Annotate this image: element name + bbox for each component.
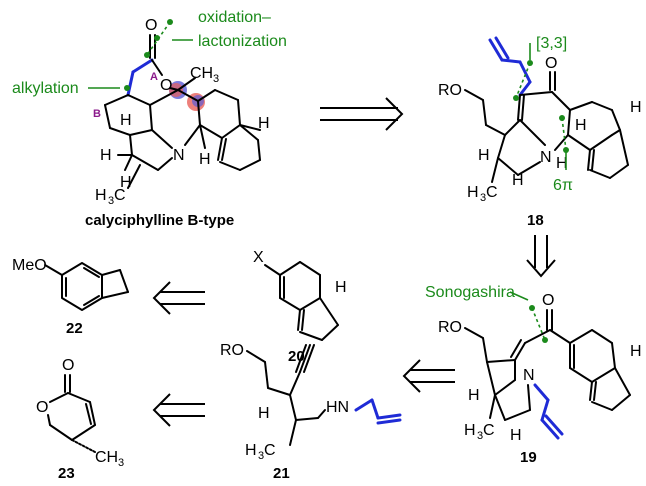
- target-h3c-c: C: [114, 187, 126, 204]
- c19-h3c-h: H: [464, 422, 476, 439]
- c19-h3c-sub: 3: [477, 430, 483, 442]
- c18-h3c-h: H: [467, 184, 479, 201]
- retro-arrow-1: [320, 97, 404, 131]
- compound-18-label: 18: [527, 212, 544, 229]
- compound-21-structure: RO H H 3 C HN 21: [220, 342, 402, 482]
- target-n: N: [173, 147, 185, 164]
- c19-h3c-c: C: [483, 422, 495, 439]
- c18-h-2: H: [556, 155, 568, 172]
- compound-23-label: 23: [58, 465, 75, 482]
- target-methyl-ch: CH: [190, 65, 213, 82]
- c19-ro: RO: [438, 319, 462, 336]
- target-h-right: H: [258, 115, 270, 132]
- annotation-6pi: 6π: [553, 177, 573, 194]
- retro-arrow-3: [402, 359, 455, 393]
- retro-arrow-5: [152, 393, 205, 427]
- c21-hn: HN: [326, 399, 349, 416]
- compound-18-structure: O H H N H RO H H 3 C: [438, 35, 642, 229]
- compound-23-structure: O O CH 3 23: [36, 357, 124, 482]
- target-ring-o: O: [160, 77, 172, 94]
- compound-21-label: 21: [273, 465, 290, 482]
- compound-20-structure: X H 20: [253, 249, 347, 365]
- c21-h3c-c: C: [264, 442, 276, 459]
- c23-carbonyl-o: O: [62, 357, 74, 374]
- target-structure: O O CH 3 H N H H: [12, 9, 287, 229]
- c23-methyl-ch: CH: [95, 449, 118, 466]
- c18-h-4: H: [512, 172, 524, 189]
- annotation-sonogashira: Sonogashira: [425, 284, 515, 301]
- c18-h3c-c: C: [486, 184, 498, 201]
- target-h3c-sub: 3: [108, 195, 114, 207]
- c18-n: N: [540, 149, 552, 166]
- compound-22-structure: MeO 22: [12, 257, 129, 337]
- c18-h-1: H: [575, 117, 587, 134]
- ring-label-a: A: [150, 71, 158, 83]
- ring-label-b: B: [93, 108, 101, 120]
- target-carbonyl-o: O: [145, 17, 157, 34]
- c22-meo: MeO: [12, 257, 47, 274]
- c19-n: N: [523, 367, 535, 384]
- target-h-1: H: [199, 151, 211, 168]
- c19-h-right: H: [630, 343, 642, 360]
- compound-19-structure: Sonogashira O H N RO: [425, 284, 642, 466]
- c21-h: H: [258, 405, 270, 422]
- c18-h-right: H: [630, 99, 642, 116]
- retro-arrow-4: [152, 281, 205, 315]
- target-h-2: H: [120, 112, 132, 129]
- c18-ro: RO: [438, 82, 462, 99]
- compound-19-label: 19: [520, 449, 537, 466]
- c18-carbonyl-o: O: [545, 55, 557, 72]
- c21-h3c-h: H: [245, 442, 257, 459]
- c20-h: H: [335, 279, 347, 296]
- c21-h3c-sub: 3: [258, 450, 264, 462]
- target-h-4: H: [120, 174, 132, 191]
- compound-22-label: 22: [66, 320, 83, 337]
- c21-ro: RO: [220, 342, 244, 359]
- c18-h-3: H: [478, 147, 490, 164]
- retro-arrow-2: [526, 235, 556, 278]
- target-h3c-h: H: [95, 187, 107, 204]
- c18-h3c-sub: 3: [480, 192, 486, 204]
- c23-ring-o: O: [36, 399, 48, 416]
- target-methyl-sub: 3: [213, 73, 219, 85]
- annotation-oxidation-1: oxidation–: [198, 9, 271, 26]
- c19-h-2: H: [510, 427, 522, 444]
- annotation-sigmatropic: [3,3]: [536, 35, 567, 52]
- annotation-oxidation-2: lactonization: [198, 33, 287, 50]
- c20-x: X: [253, 249, 264, 266]
- target-name-label: calyciphylline B-type: [85, 212, 234, 229]
- c19-h-1: H: [468, 387, 480, 404]
- c23-methyl-sub: 3: [118, 457, 124, 469]
- annotation-alkylation: alkylation: [12, 80, 79, 97]
- target-h-3: H: [100, 147, 112, 164]
- c19-carbonyl-o: O: [542, 292, 554, 309]
